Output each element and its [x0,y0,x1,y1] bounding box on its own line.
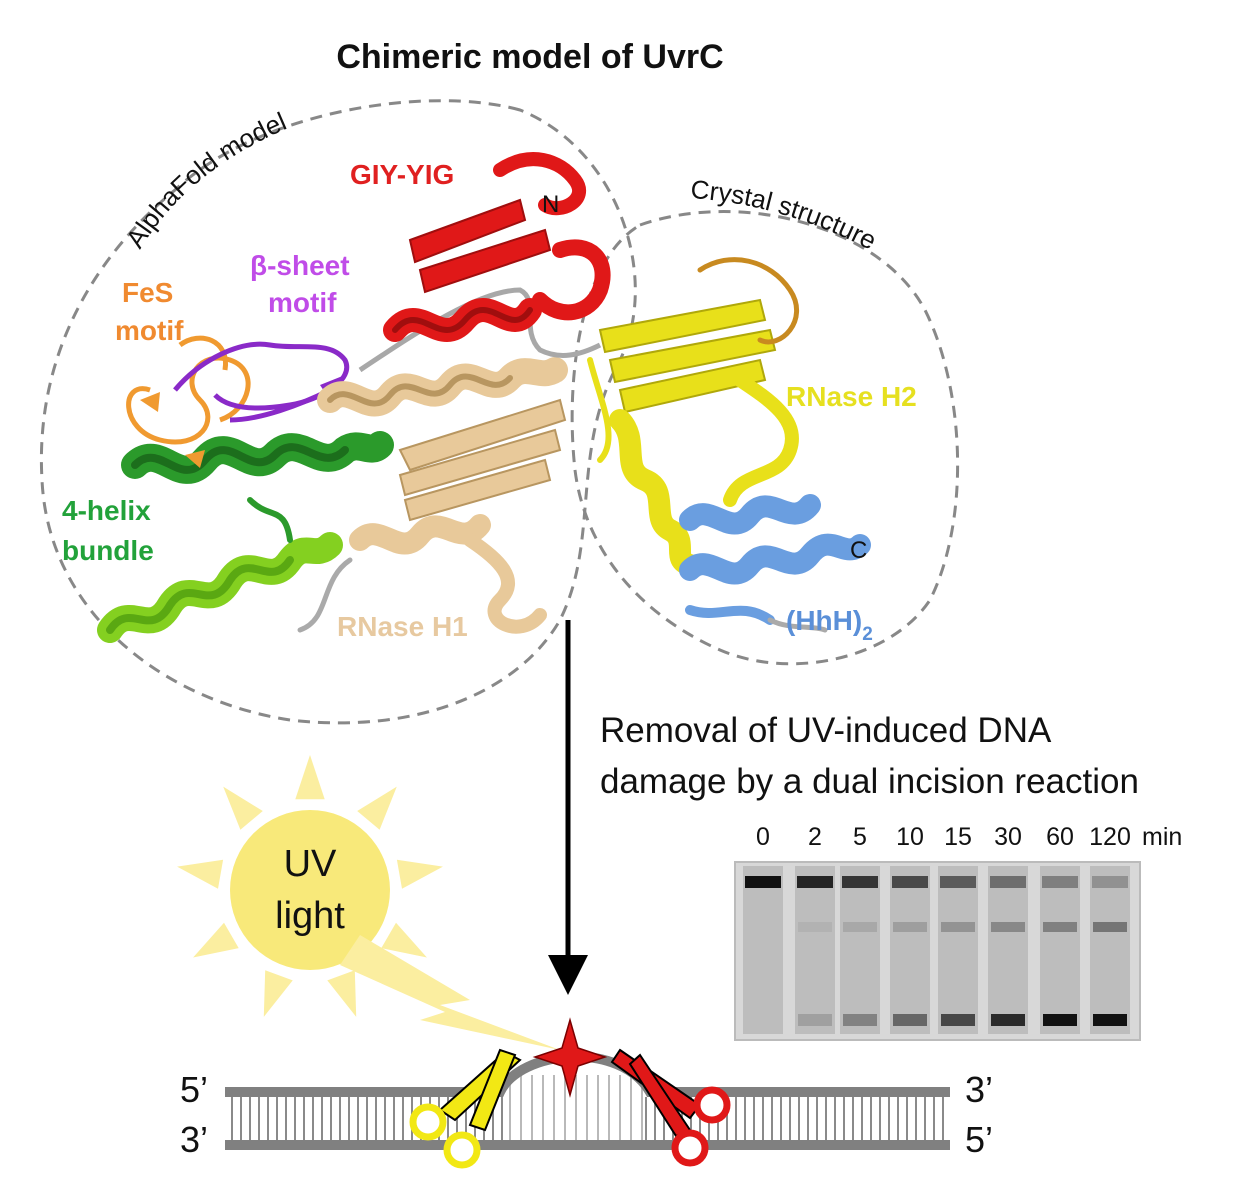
gel-band-top [1092,876,1128,888]
gel-time-label: 0 [756,823,770,851]
gel-lane [795,866,835,1034]
sun-ray [327,970,357,1017]
gel-time-label: 15 [944,823,972,851]
fes-label-line1: FeS [122,277,173,308]
gel-lane [840,866,880,1034]
sun-ray [396,859,443,889]
gel-lane [1040,866,1080,1034]
gel-lane [938,866,978,1034]
gel-band-bottom [893,1014,927,1026]
gel-time-label: 5 [853,823,867,851]
sun-disc [230,810,390,970]
gel-lane [988,866,1028,1034]
beta-sheet-label-line2: motif [268,287,337,318]
light-label: light [275,895,345,937]
uv-label: UV [284,843,337,885]
gel-band-top [745,876,781,888]
gel-lane [743,866,783,1034]
fes-motif-ribbon [126,335,251,468]
gel-band-bottom [991,1014,1025,1026]
gel-band-top [940,876,976,888]
gel-band-middle [798,922,832,932]
helix-bundle-label-line1: 4-helix [62,495,151,526]
gel-band-middle [941,922,975,932]
helix-bundle-lower-ribbon [97,532,343,643]
rnase-h2-label: RNase H2 [786,381,917,412]
gel-band-bottom [798,1014,832,1026]
dna-end-top-left: 5’ [180,1069,208,1110]
helix-bundle-upper-ribbon [121,431,394,543]
sun-ray [381,922,427,958]
sun-ray [357,786,397,830]
alphafold-model-label: AlphaFold model [120,106,291,253]
dna-duplex [225,1051,950,1150]
gel-time-label: 120 [1089,823,1131,851]
dna-end-top-right: 3’ [965,1069,993,1110]
gel-band-bottom [1093,1014,1127,1026]
figure-title: Chimeric model of UvrC [336,38,723,76]
gel-time-label: 30 [994,823,1022,851]
gel-time-label: 2 [808,823,822,851]
gel-band-top [990,876,1026,888]
gel-image [734,861,1141,1041]
gel-time-label: 10 [896,823,924,851]
dna-end-bottom-right: 5’ [965,1119,993,1160]
hhh-label: (HhH)2 [786,605,873,645]
scissors-left-icon [409,1048,522,1169]
rnase-h2-ribbon [587,257,799,576]
gel-band-bottom [941,1014,975,1026]
dna-lesion-star [532,1017,608,1098]
scissors-right-icon [610,1048,731,1167]
gel-band-top [1042,876,1078,888]
gel-time-label: 60 [1046,823,1074,851]
uv-sun [177,755,560,1050]
sun-ray [177,859,224,889]
gel-time-labels: 0 2 5 10 15 30 60 120 [756,823,1131,851]
rnase-h1-ribbon [297,357,568,634]
crystal-region-outline [570,210,960,666]
gel-band-middle [991,922,1025,932]
n-terminus-label: N [542,191,559,218]
helix-bundle-label-line2: bundle [62,535,154,566]
c-terminus-label: C [850,537,867,564]
gel-band-middle [843,922,877,932]
gel-band-top [797,876,833,888]
sun-ray [295,755,325,800]
sun-ray [263,970,293,1017]
gel-band-bottom [843,1014,877,1026]
gel-band-middle [1043,922,1077,932]
removal-text-line1: Removal of UV-induced DNA [600,711,1052,750]
gel-band-middle [893,922,927,932]
giy-yig-label: GIY-YIG [350,159,454,190]
gel-band-top [842,876,878,888]
dna-end-bottom-left: 3’ [180,1119,208,1160]
gel-time-unit: min [1142,823,1182,851]
gel-band-bottom [1043,1014,1077,1026]
giy-yig-ribbon [383,152,611,342]
process-arrow-head [548,955,588,995]
beta-sheet-label-line1: β-sheet [250,250,350,281]
gel-lane [1090,866,1130,1034]
uv-lightning-bolt [340,935,560,1050]
gel-band-middle [1093,922,1127,932]
sun-ray [193,922,239,958]
fes-label-line2: motif [115,315,184,346]
crystal-structure-label: Crystal structure [689,174,881,256]
rnase-h1-label: RNase H1 [337,611,468,642]
hhh-ribbon [679,494,871,633]
gel-band-top [892,876,928,888]
sun-ray [223,786,263,830]
gel-lane [890,866,930,1034]
removal-text-line2: damage by a dual incision reaction [600,762,1139,801]
